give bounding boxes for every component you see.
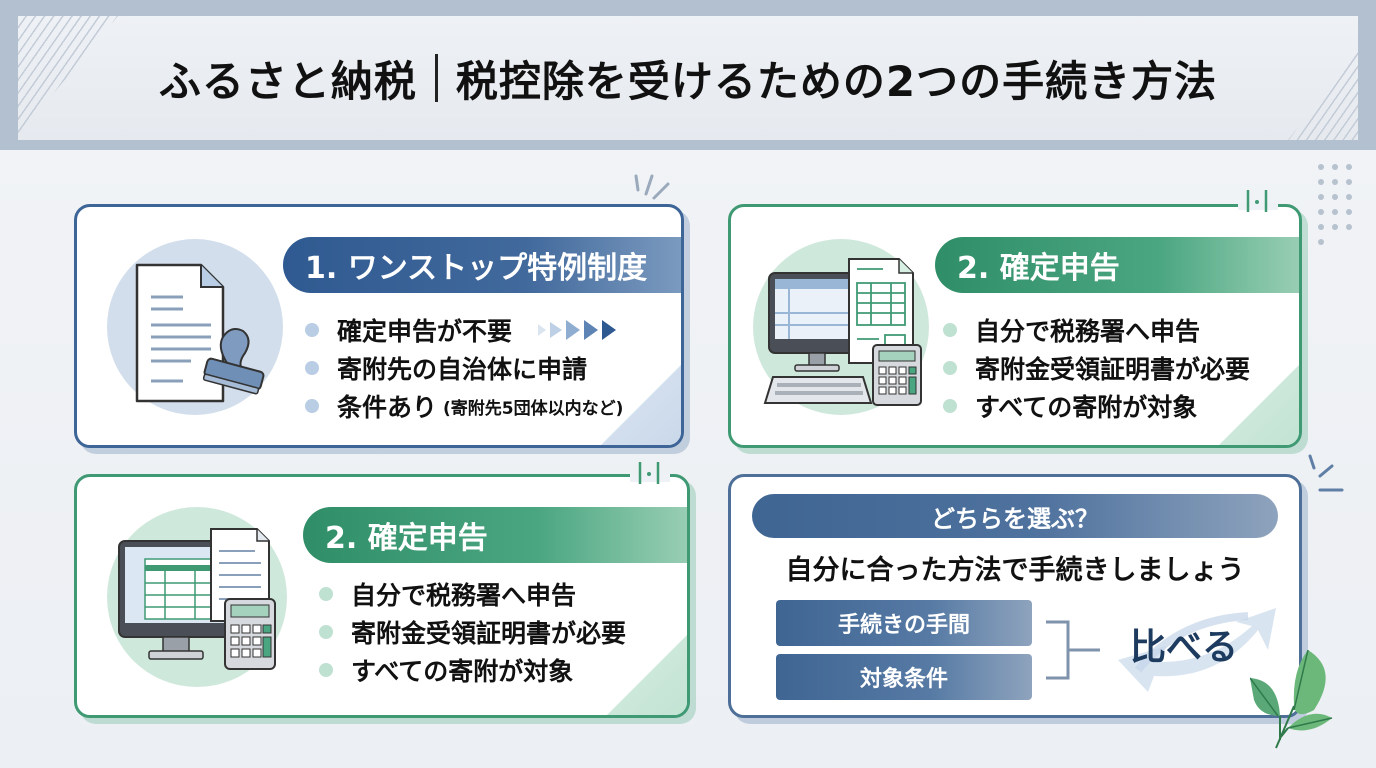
decorative-dot-grid: [1318, 164, 1352, 245]
bullet-icon: [319, 625, 333, 639]
factor-conditions: 対象条件: [776, 654, 1032, 700]
card-title: 2. 確定申告: [325, 521, 488, 556]
bullet-list: 確定申告が不要 寄附先の自治体に申請 条件あり (寄附先5団体以内など): [305, 311, 623, 425]
compare-label: 比べる: [1130, 627, 1239, 668]
card-onestop: 1. ワンストップ特例制度 確定申告が不要 寄附先の自治体に申請 条件あり (寄…: [74, 204, 684, 448]
title-separator: [434, 54, 438, 102]
bullet-list: 自分で税務署へ申告 寄附金受領証明書が必要 すべての寄附が対象: [943, 311, 1250, 425]
bullet-icon: [305, 399, 319, 413]
title-banner: ふるさと納税 税控除を受けるための2つの手続き方法: [18, 16, 1358, 140]
list-item: 寄附先の自治体に申請: [305, 349, 623, 387]
list-item: 自分で税務署へ申告: [319, 575, 626, 613]
bullet-icon: [943, 399, 957, 413]
title-right: 税控除を受けるための2つの手続き方法: [455, 56, 1218, 106]
list-item: 寄附金受領証明書が必要: [319, 613, 626, 651]
decorative-tick-marks: [1238, 190, 1278, 212]
list-item: すべての寄附が対象: [943, 387, 1250, 425]
computer-calculator-icon: [118, 528, 276, 670]
list-item: 条件あり (寄附先5団体以内など): [305, 387, 623, 425]
decorative-stripes: [18, 16, 118, 136]
card-title: 2. 確定申告: [957, 251, 1120, 286]
list-item: 確定申告が不要: [305, 311, 623, 349]
page-title: ふるさと納税 税控除を受けるための2つの手続き方法: [159, 48, 1217, 109]
document-stamp-icon: [135, 263, 265, 403]
bullet-icon: [319, 587, 333, 601]
bullet-icon: [319, 663, 333, 677]
choose-question-pill: どちらを選ぶ？: [752, 494, 1278, 538]
chevron-arrows-icon: [538, 320, 617, 340]
title-left: ふるさと納税: [158, 56, 417, 106]
bullet-icon: [305, 323, 319, 337]
card-title-pill: 1. ワンストップ特例制度: [283, 237, 681, 293]
card-tax-return: 2. 確定申告 自分で税務署へ申告 寄附金受領証明書が必要 すべての寄附が対象: [728, 204, 1302, 448]
bullet-icon: [305, 361, 319, 375]
card-title: 1. ワンストップ特例制度: [305, 251, 648, 286]
choose-subtitle: 自分に合った方法で手続きしましょう: [785, 555, 1245, 586]
bullet-icon: [943, 323, 957, 337]
computer-calculator-icon: [763, 258, 922, 406]
sparkle-icon: [634, 174, 670, 200]
exchange-arrows-icon: [1118, 608, 1276, 692]
bracket-connector-icon: [1046, 620, 1100, 680]
bullet-list: 自分で税務署へ申告 寄附金受領証明書が必要 すべての寄附が対象: [319, 575, 626, 689]
sparkle-icon: [1308, 454, 1344, 492]
list-item: 寄附金受領証明書が必要: [943, 349, 1250, 387]
card-tax-return: 2. 確定申告 自分で税務署へ申告 寄附金受領証明書が必要 すべての寄附が対象: [74, 474, 690, 718]
decorative-stripes: [1288, 50, 1358, 140]
leaf-icon: [1250, 650, 1333, 749]
factor-effort: 手続きの手間: [776, 600, 1032, 646]
list-item: 自分で税務署へ申告: [943, 311, 1250, 349]
card-title-pill: 2. 確定申告: [935, 237, 1299, 293]
card-title-pill: 2. 確定申告: [303, 507, 687, 563]
decorative-tick-marks: [630, 462, 670, 484]
bullet-note: (寄附先5団体以内など): [443, 398, 624, 419]
choose-question: どちらを選ぶ？: [931, 504, 1099, 533]
list-item: すべての寄附が対象: [319, 651, 626, 689]
bullet-icon: [943, 361, 957, 375]
